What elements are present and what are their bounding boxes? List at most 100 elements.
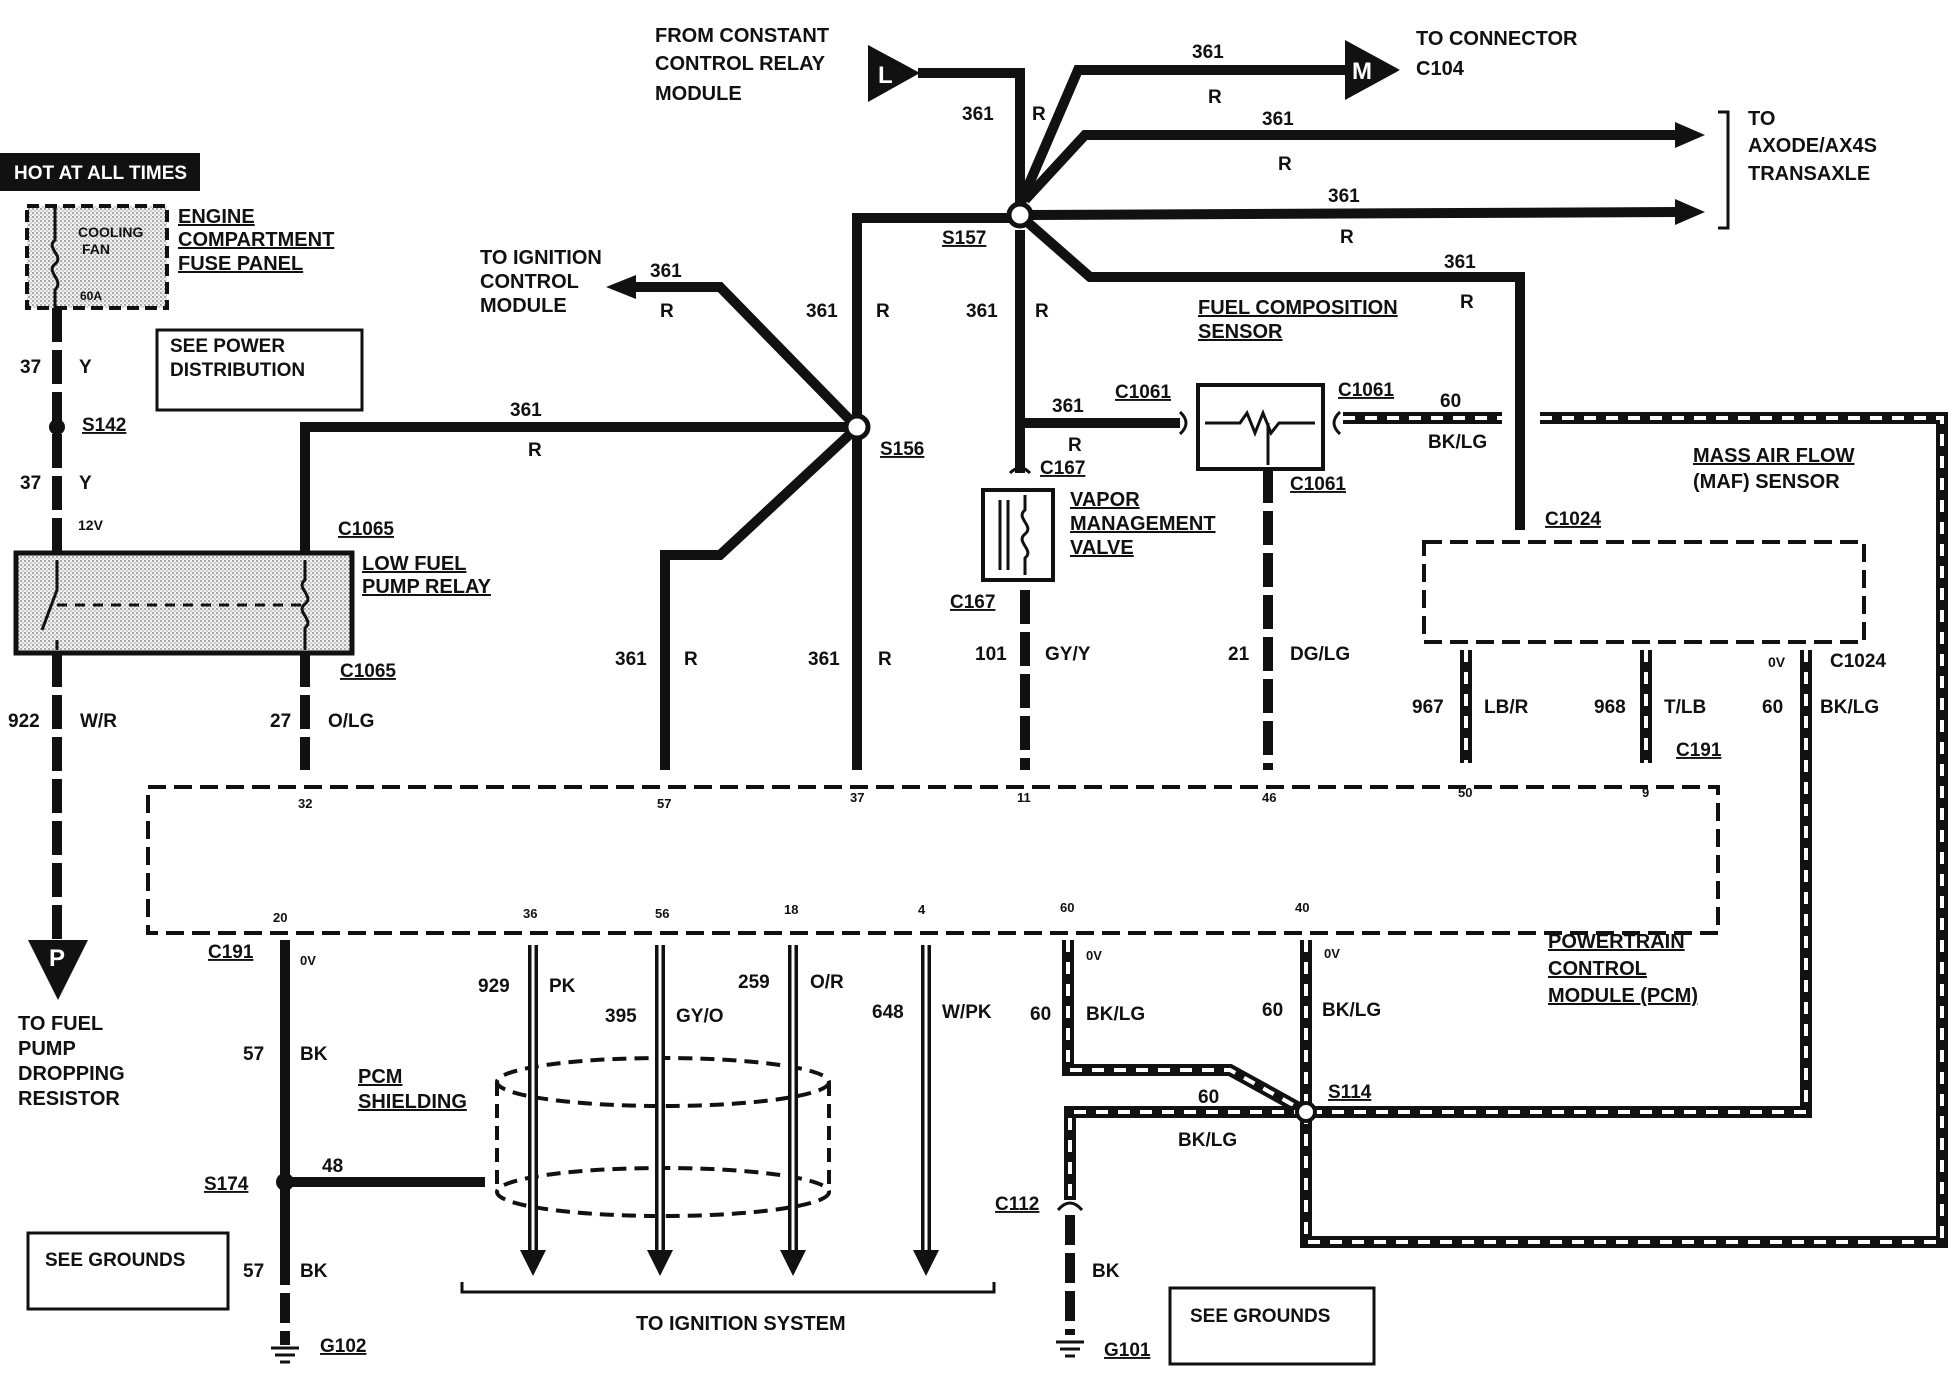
voltage-12v: 12V xyxy=(78,517,104,533)
pcm-bottom-pins: 20 36 56 18 4 60 40 xyxy=(273,900,1309,925)
c1061-left: C1061 xyxy=(1115,382,1171,403)
to-ignition-system: TO IGNITION SYSTEM xyxy=(636,1313,846,1335)
splice-s142-label: S142 xyxy=(82,415,126,436)
wire-27: 27 xyxy=(270,711,291,732)
relay-switch-icon xyxy=(40,560,59,650)
wire-bk-c: BK xyxy=(1092,1261,1120,1282)
wire-bklg-a: BK/LG xyxy=(1086,1004,1145,1025)
ignition-wires xyxy=(520,945,939,1276)
wire-r-icm: R xyxy=(660,301,674,322)
ground-g102-icon xyxy=(271,1346,299,1364)
wire-r-m: R xyxy=(1208,87,1222,108)
wire-968: 968 xyxy=(1594,697,1626,718)
wire-37b: 37 xyxy=(20,473,41,494)
fuse-text-1: COOLING xyxy=(78,224,143,240)
wire-929: 929 xyxy=(478,976,510,997)
relay-label-1: LOW FUEL xyxy=(362,553,466,575)
pcm-pin-32: 32 xyxy=(298,796,312,811)
wire-57a: 57 xyxy=(243,1044,264,1065)
low-fuel-pump-relay xyxy=(13,550,355,656)
pcm-module xyxy=(146,785,1720,935)
c191-top: C191 xyxy=(1676,740,1722,761)
c112-label: C112 xyxy=(995,1194,1039,1215)
fuse-box xyxy=(25,204,169,310)
ground-g102-label: G102 xyxy=(320,1336,366,1357)
to-fuel-pump-1: TO FUEL xyxy=(18,1013,103,1035)
arrow-axode-2 xyxy=(1675,199,1705,225)
wire-y-a: Y xyxy=(79,357,92,378)
arrow-to-icm xyxy=(606,275,636,299)
c167-top: C167 xyxy=(1040,458,1085,479)
to-c104-2: C104 xyxy=(1416,58,1465,80)
engine-fuse-panel-1: ENGINE xyxy=(178,206,255,228)
fuse-text-2: FAN xyxy=(82,241,110,257)
wire-r-s156up: R xyxy=(876,301,890,322)
wire-361-relay: 361 xyxy=(510,400,542,421)
wire-37a: 37 xyxy=(20,357,41,378)
vmv-label-2: MANAGEMENT xyxy=(1070,513,1216,535)
to-c104-1: TO CONNECTOR xyxy=(1416,28,1578,50)
to-icm-1: TO IGNITION xyxy=(480,247,602,269)
wire-r-l: R xyxy=(1032,104,1046,125)
see-grounds-left-box xyxy=(26,1231,230,1311)
relay-coil-icon xyxy=(300,560,310,650)
maf-sensor xyxy=(1422,540,1866,644)
pcm-pin-46: 46 xyxy=(1262,790,1276,805)
ov-1: 0V xyxy=(300,953,316,968)
ignition-bracket xyxy=(460,1282,996,1294)
ov-3: 0V xyxy=(1324,946,1340,961)
splice-s174-label: S174 xyxy=(204,1174,249,1195)
ov-2: 0V xyxy=(1086,948,1102,963)
wire-bklg-fcs: BK/LG xyxy=(1428,432,1487,453)
splice-s114-label: S114 xyxy=(1328,1082,1372,1103)
pcm-fill xyxy=(148,787,1718,933)
wire-wr: W/R xyxy=(80,711,117,732)
wire-pk: PK xyxy=(549,976,576,997)
wire-361-m: 361 xyxy=(1192,42,1224,63)
wire-60-fcs: 60 xyxy=(1440,391,1461,412)
pcm-shield-1: PCM xyxy=(358,1066,402,1088)
wire-y-b: Y xyxy=(79,473,92,494)
vapor-management-valve xyxy=(981,488,1055,582)
wire-361-c1061: 361 xyxy=(1052,396,1084,417)
wire-r-fcs: R xyxy=(1460,292,1474,313)
wire-361-icm: 361 xyxy=(650,261,682,282)
to-fuel-pump-3: DROPPING xyxy=(18,1063,125,1085)
c167-bottom: C167 xyxy=(950,592,995,613)
wire-bklg-maf: BK/LG xyxy=(1820,697,1879,718)
ov-c1024: 0V xyxy=(1768,654,1786,670)
fuel-pump-connector-p xyxy=(28,940,88,1000)
fuel-composition-sensor xyxy=(1196,383,1325,471)
wire-dglg: DG/LG xyxy=(1290,644,1350,665)
wire-or: O/R xyxy=(810,972,844,993)
wire-60c: 60 xyxy=(1198,1087,1219,1108)
wire-bklg-b: BK/LG xyxy=(1322,1000,1381,1021)
see-power-1: SEE POWER xyxy=(170,336,285,357)
wire-648: 648 xyxy=(872,1002,904,1023)
connector-p-label: P xyxy=(49,945,65,972)
wire-r-c1061: R xyxy=(1068,435,1082,456)
wire-bklg-c: BK/LG xyxy=(1178,1130,1237,1151)
vmv-label-3: VALVE xyxy=(1070,537,1134,559)
wire-922: 922 xyxy=(8,711,40,732)
wire-r-relay: R xyxy=(528,440,542,461)
hot-banner-text: HOT AT ALL TIMES xyxy=(14,163,187,184)
fcs-resistor-icon xyxy=(1205,408,1315,465)
wire-361-57: 361 xyxy=(615,649,647,670)
to-axode-3: TRANSAXLE xyxy=(1748,163,1870,185)
pcm-pin-37: 37 xyxy=(850,790,864,805)
wire-tlb: T/LB xyxy=(1664,697,1706,718)
wire-wpk: W/PK xyxy=(942,1002,992,1023)
wire-361-37: 361 xyxy=(808,649,840,670)
wire-r-57: R xyxy=(684,649,698,670)
see-power-2: DISTRIBUTION xyxy=(170,360,305,381)
engine-fuse-panel-3: FUSE PANEL xyxy=(178,253,303,275)
pcm-label-2: CONTROL xyxy=(1548,958,1647,980)
to-fuel-pump-4: RESISTOR xyxy=(18,1088,120,1110)
from-ccrm-1: FROM CONSTANT xyxy=(655,25,829,47)
pcm-shield-2: SHIELDING xyxy=(358,1091,467,1113)
wire-60-maf: 60 xyxy=(1762,697,1783,718)
connector-m xyxy=(1345,40,1400,100)
maf-label-1: MASS AIR FLOW xyxy=(1693,445,1855,467)
engine-fuse-panel-2: COMPARTMENT xyxy=(178,229,334,251)
